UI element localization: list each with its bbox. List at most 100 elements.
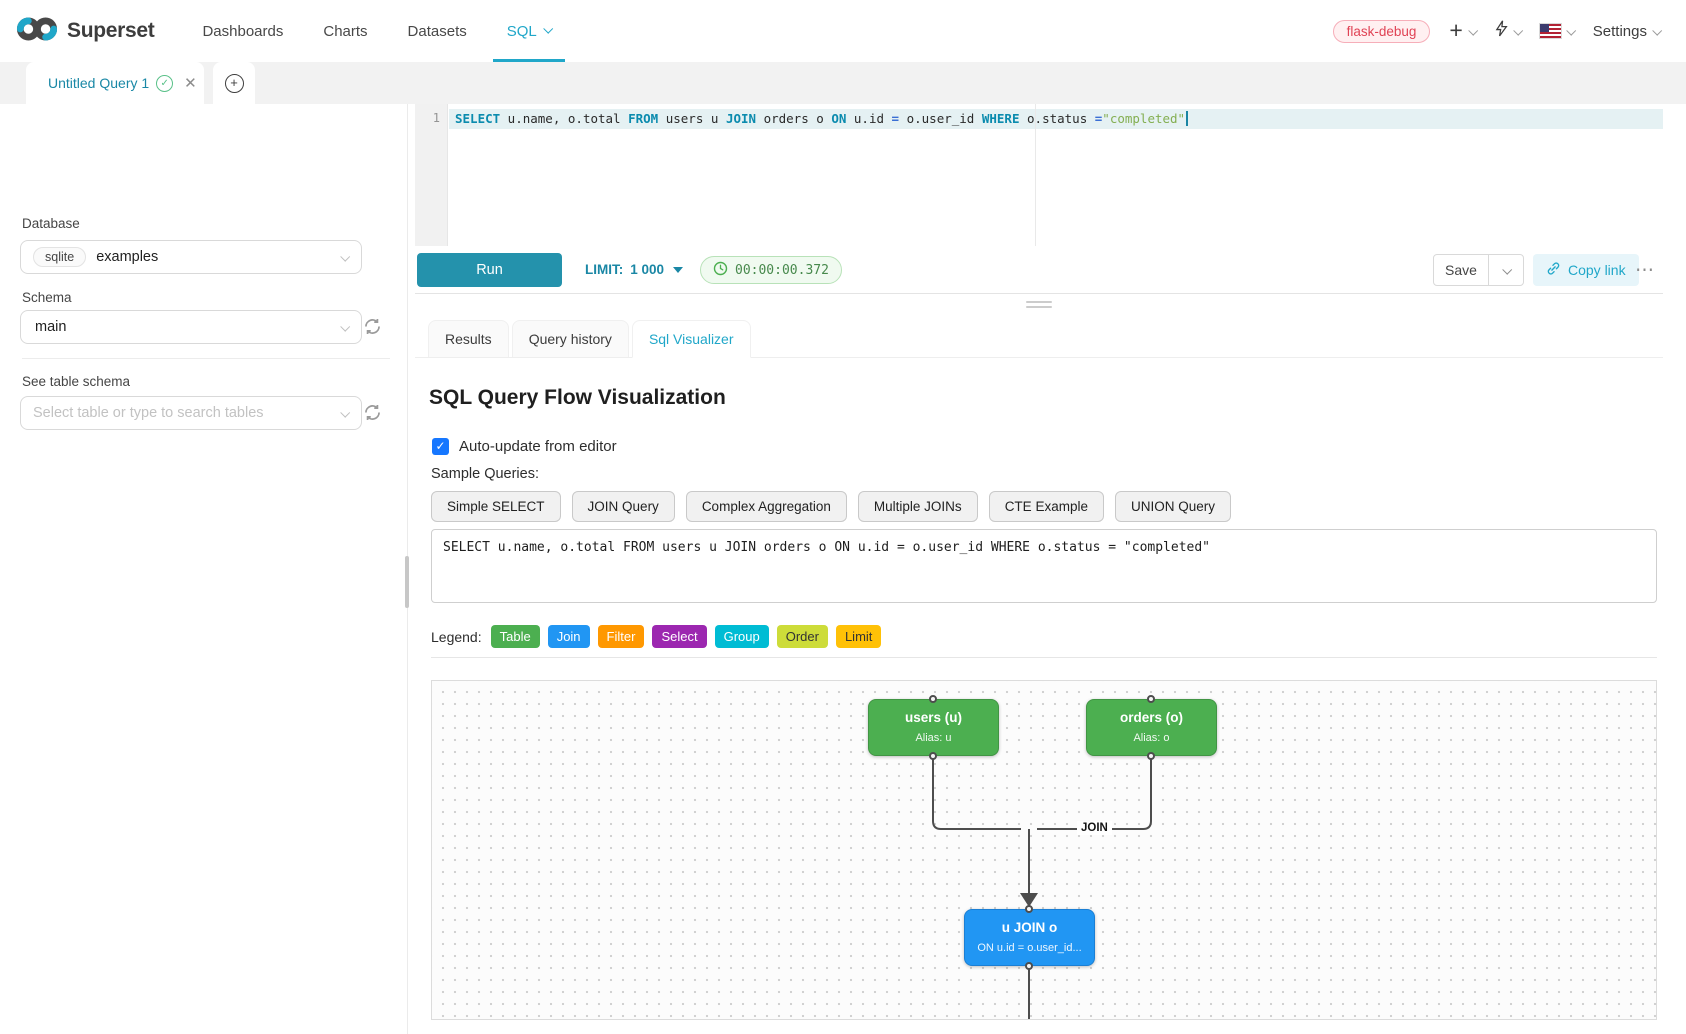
database-select[interactable]: sqlite examples <box>20 240 362 274</box>
chevron-down-icon <box>340 321 351 332</box>
legend-chip-order: Order <box>776 625 828 648</box>
query-flow-canvas[interactable]: users (u) Alias: u orders (o) Alias: o u… <box>431 680 1657 1020</box>
us-flag-icon <box>1538 23 1562 39</box>
sql-token-op: = <box>891 111 900 126</box>
sql-token-txt: users u <box>658 111 726 126</box>
sql-code-editor[interactable]: 1 SELECT u.name, o.total FROM users u JO… <box>415 104 1663 246</box>
tab-query-history[interactable]: Query history <box>511 320 629 357</box>
plus-circle-icon: + <box>224 73 244 93</box>
superset-logo[interactable]: Superset <box>16 14 155 49</box>
settings-label: Settings <box>1592 22 1647 40</box>
refresh-tables-icon[interactable] <box>362 402 384 424</box>
sql-token-txt: o.user_id <box>899 111 982 126</box>
legend-chip-select: Select <box>652 625 707 648</box>
database-label: Database <box>22 216 80 231</box>
link-icon <box>1546 261 1561 279</box>
tab-sql-visualizer[interactable]: Sql Visualizer <box>631 320 751 358</box>
tab-results[interactable]: Results <box>428 320 509 357</box>
nav-item-label: Dashboards <box>202 22 284 40</box>
flow-node-join[interactable]: u JOIN o ON u.id = o.user_id... <box>964 909 1095 966</box>
node-subtitle: ON u.id = o.user_id... <box>977 942 1082 954</box>
chevron-down-icon <box>1566 25 1576 36</box>
sql-token-kw: WHERE <box>981 111 1020 126</box>
sample-queries-label: Sample Queries: <box>431 466 539 482</box>
sample-query-button-simple-select[interactable]: Simple SELECT <box>431 491 561 522</box>
copy-link-button[interactable]: Copy link <box>1533 254 1639 286</box>
nav-item-datasets[interactable]: Datasets <box>388 0 487 62</box>
auto-update-checkbox[interactable]: ✓ <box>432 438 449 455</box>
chevron-down-icon <box>1652 25 1663 36</box>
language-picker[interactable] <box>1538 23 1576 39</box>
join-edge-label: JOIN <box>1077 821 1112 835</box>
query-tab-label: Untitled Query 1 <box>48 75 150 91</box>
limit-dropdown[interactable]: LIMIT: 1 000 <box>585 246 684 293</box>
node-handle[interactable] <box>1025 905 1033 913</box>
nav-item-label: Datasets <box>407 22 467 40</box>
lightning-icon <box>1495 20 1508 42</box>
save-split-button: Save <box>1433 254 1524 286</box>
chevron-down-icon <box>1513 25 1523 36</box>
text-cursor <box>1186 111 1189 126</box>
plus-icon: + <box>1449 16 1463 43</box>
node-handle[interactable] <box>929 695 937 703</box>
sql-token-kw: FROM <box>628 111 659 126</box>
brand-name: Superset <box>67 19 155 42</box>
new-item-menu[interactable]: + <box>1449 16 1478 43</box>
schema-select[interactable]: main <box>20 310 362 344</box>
query-search-menu[interactable] <box>1495 20 1523 42</box>
sample-query-button-cte-example[interactable]: CTE Example <box>988 491 1104 522</box>
nav-items: Dashboards Charts Datasets SQL <box>182 0 570 62</box>
sample-query-button-union-query[interactable]: UNION Query <box>1114 491 1231 522</box>
navbar-right: flask-debug + Settings <box>1332 16 1663 43</box>
flow-node-orders[interactable]: orders (o) Alias: o <box>1086 699 1217 756</box>
more-actions-button[interactable]: ⋯ <box>1635 259 1656 281</box>
line-number: 1 <box>432 111 440 125</box>
node-title: users (u) <box>904 710 962 725</box>
sql-editor-pane: 1 SELECT u.name, o.total FROM users u JO… <box>415 104 1663 1034</box>
south-pane-resize-handle[interactable] <box>1026 301 1052 309</box>
schema-label: Schema <box>22 290 72 305</box>
auto-update-label: Auto-update from editor <box>459 438 617 455</box>
table-select[interactable]: Select table or type to search tables <box>20 396 362 430</box>
nav-item-charts[interactable]: Charts <box>303 0 387 62</box>
sample-query-button-complex-aggregation[interactable]: Complex Aggregation <box>685 491 847 522</box>
sidebar-resize-handle[interactable] <box>405 556 409 608</box>
query-timer-badge: 00:00:00.372 <box>700 256 842 284</box>
save-dropdown-button[interactable] <box>1488 254 1524 286</box>
sql-token-kw: JOIN <box>725 111 757 126</box>
run-button[interactable]: Run <box>417 253 562 287</box>
print-margin-line <box>1035 104 1036 246</box>
content-divider <box>431 657 1657 658</box>
node-handle[interactable] <box>1147 695 1155 703</box>
sample-query-button-multiple-joins[interactable]: Multiple JOINs <box>857 491 978 522</box>
sql-input-textarea[interactable]: SELECT u.name, o.total FROM users u JOIN… <box>431 529 1657 603</box>
refresh-schemas-icon[interactable] <box>362 316 384 338</box>
copy-link-label: Copy link <box>1568 262 1626 278</box>
nav-item-sql[interactable]: SQL <box>487 0 571 62</box>
chevron-down-icon <box>340 407 351 418</box>
legend-chip-filter: Filter <box>597 625 645 648</box>
nav-item-dashboards[interactable]: Dashboards <box>182 0 303 62</box>
node-title: u JOIN o <box>1001 920 1058 935</box>
close-tab-icon[interactable]: ✕ <box>184 75 197 92</box>
query-tab-untitled-query-1[interactable]: Untitled Query 1 ✓ ✕ <box>26 62 204 104</box>
save-button[interactable]: Save <box>1433 254 1489 286</box>
limit-value: 1 000 <box>630 262 665 277</box>
sql-lab-sidebar: Database sqlite examples Schema main See… <box>0 104 408 1034</box>
settings-menu[interactable]: Settings <box>1592 22 1663 40</box>
node-handle[interactable] <box>1025 962 1033 970</box>
environment-badge: flask-debug <box>1332 19 1431 43</box>
sql-token-kw: SELECT <box>455 111 501 126</box>
caret-down-icon <box>673 266 684 273</box>
flow-edges <box>932 756 1152 1019</box>
node-handle[interactable] <box>1147 752 1155 760</box>
new-query-tab-button[interactable]: + <box>213 62 255 104</box>
flow-node-users[interactable]: users (u) Alias: u <box>868 699 999 756</box>
node-subtitle: Alias: o <box>1133 732 1170 744</box>
viz-title: SQL Query Flow Visualization <box>429 386 726 409</box>
sample-query-button-join-query[interactable]: JOIN Query <box>571 491 675 522</box>
node-handle[interactable] <box>929 752 937 760</box>
